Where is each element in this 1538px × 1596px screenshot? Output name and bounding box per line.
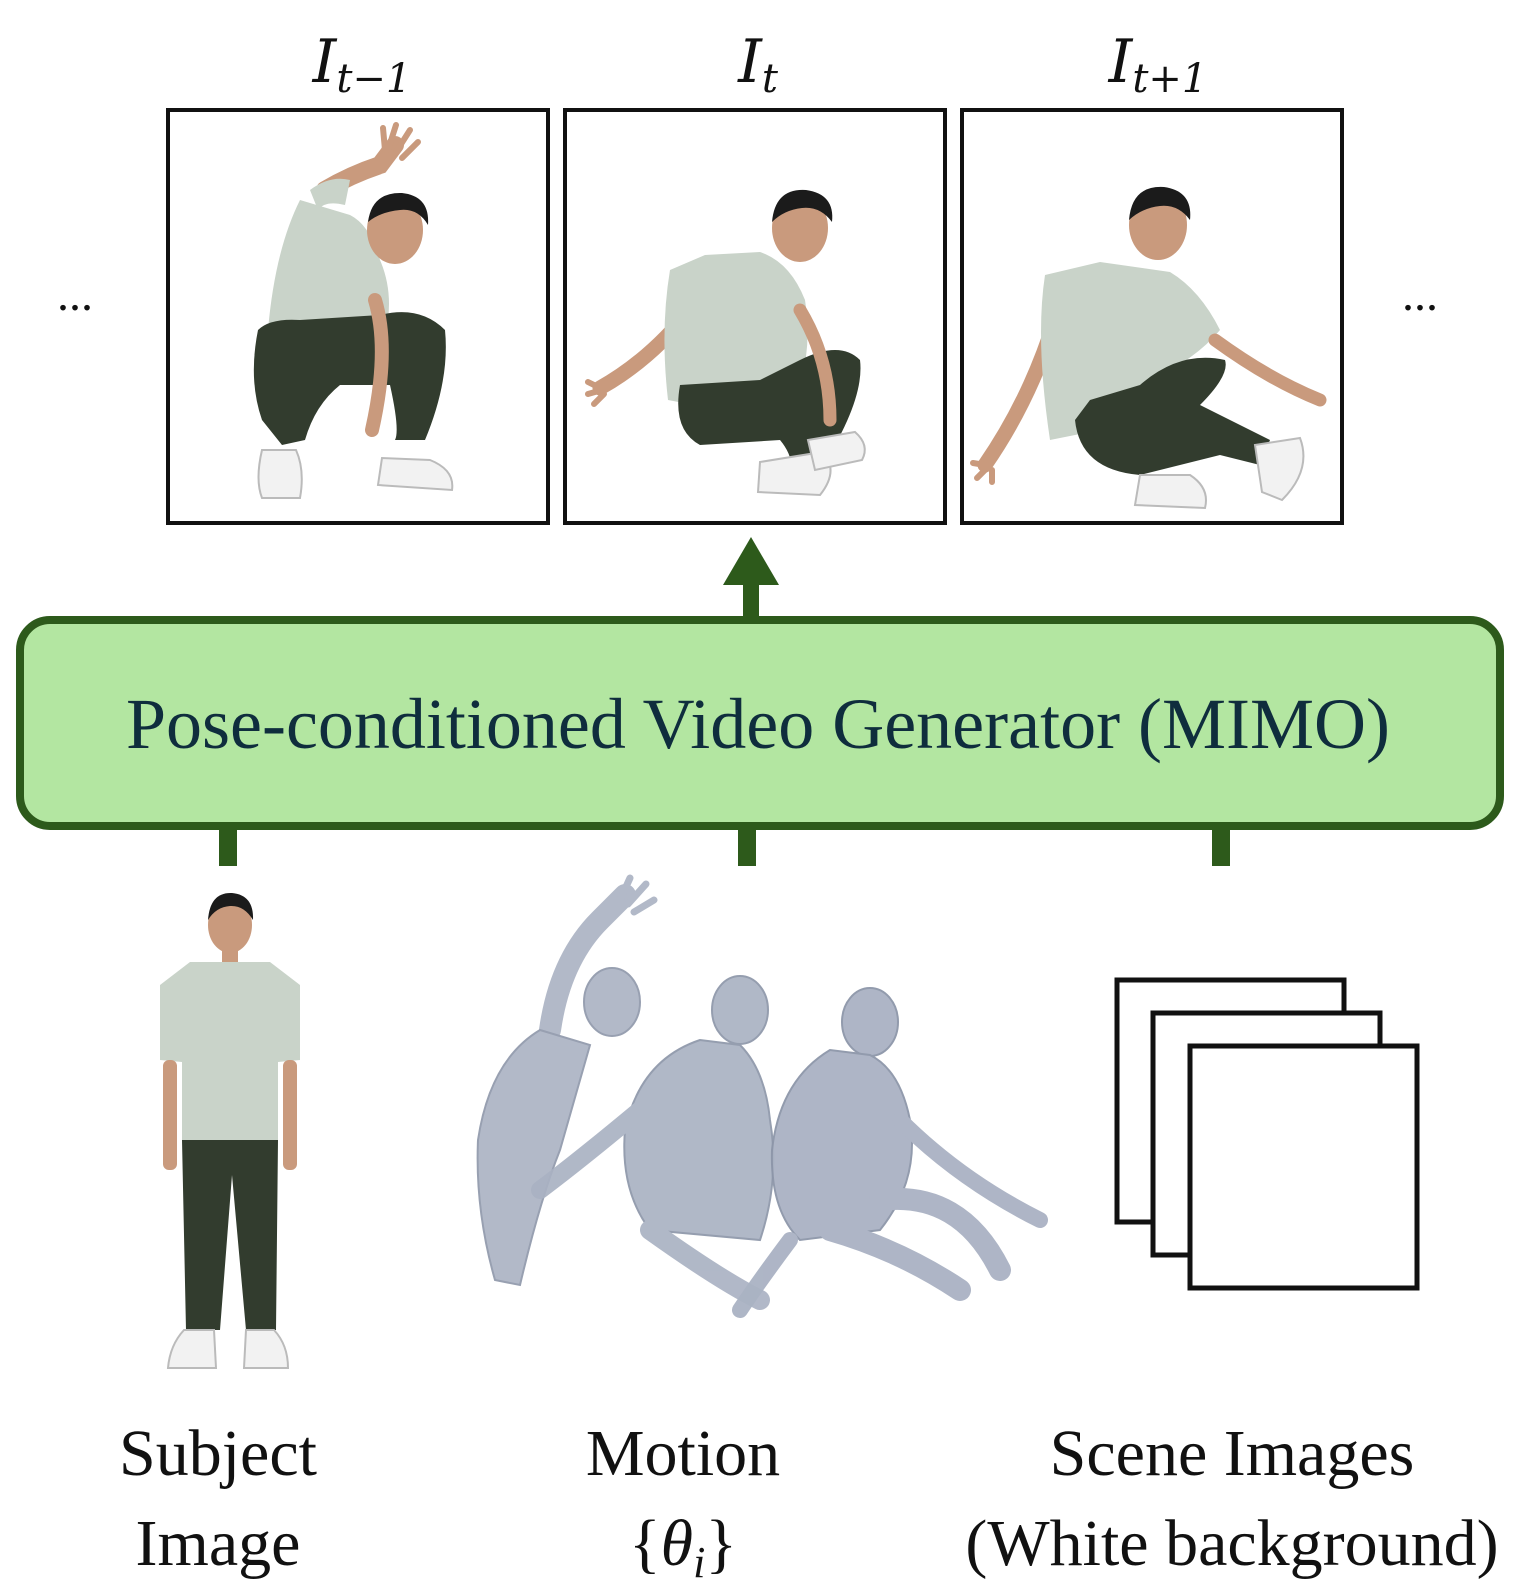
connector-motion	[738, 826, 756, 866]
person-sitting-leaning-image	[585, 189, 866, 497]
subject-label-line1: Subject	[119, 1417, 317, 1490]
frame-label-prev: It−1	[312, 27, 412, 102]
motion-label-line2: {θi}	[629, 1507, 737, 1587]
output-frame-prev	[166, 108, 550, 525]
subject-label-line2: Image	[136, 1507, 301, 1580]
ellipsis-right: ...	[1402, 268, 1438, 321]
frame-label-curr: It	[737, 27, 779, 102]
output-frame-curr	[563, 108, 947, 525]
ellipsis-left: ...	[57, 268, 93, 321]
generator-label: Pose-conditioned Video Generator (MIMO)	[126, 684, 1390, 764]
video-generator-block: Pose-conditioned Video Generator (MIMO)	[16, 616, 1504, 830]
motion-mesh-sequence-image	[476, 874, 1048, 1318]
motion-label-line1: Motion	[586, 1417, 780, 1490]
subject-person-image	[160, 892, 300, 1369]
output-frame-next	[960, 108, 1344, 525]
frame-label-next: It+1	[1108, 27, 1208, 102]
connector-subject	[219, 826, 237, 866]
output-arrow	[723, 537, 779, 628]
person-crouching-reaching-image	[253, 122, 454, 499]
connector-scene	[1212, 826, 1230, 866]
scene-label-line2: (White background)	[965, 1507, 1498, 1580]
scene-label-line1: Scene Images	[1050, 1417, 1415, 1490]
scene-images-stack	[1114, 977, 1420, 1291]
person-sitting-reclined-image	[970, 186, 1327, 510]
